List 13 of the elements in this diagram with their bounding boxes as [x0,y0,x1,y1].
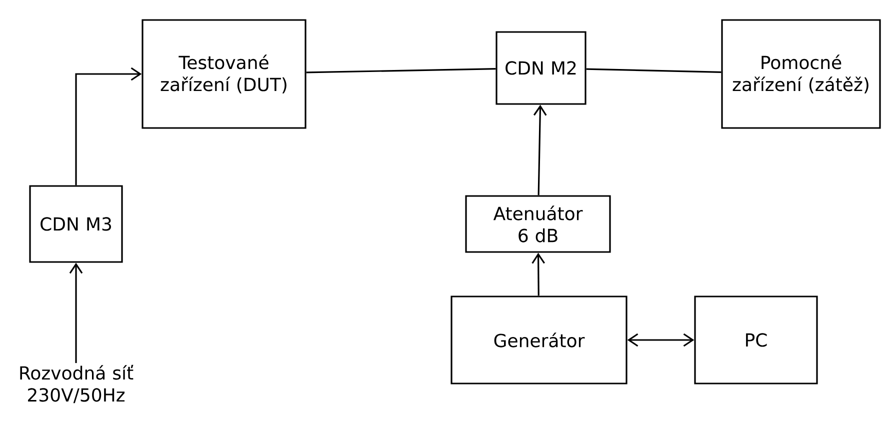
process-box: PC [694,296,818,384]
source-label: Rozvodná síť 230V/50Hz [20,364,134,404]
arrow [69,262,83,364]
arrow [533,104,547,196]
process-box: CDN M2 [496,31,586,105]
arrow [627,333,694,347]
process-box: CDN M3 [29,185,123,263]
process-box: Atenuátor 6 dB [465,195,611,253]
process-box: Pomocné zařízení (zátěž) [721,19,881,129]
process-box: Generátor [450,296,628,384]
process-box: Testované zařízení (DUT) [142,19,306,129]
arrow [75,67,142,186]
arrow [532,252,545,296]
